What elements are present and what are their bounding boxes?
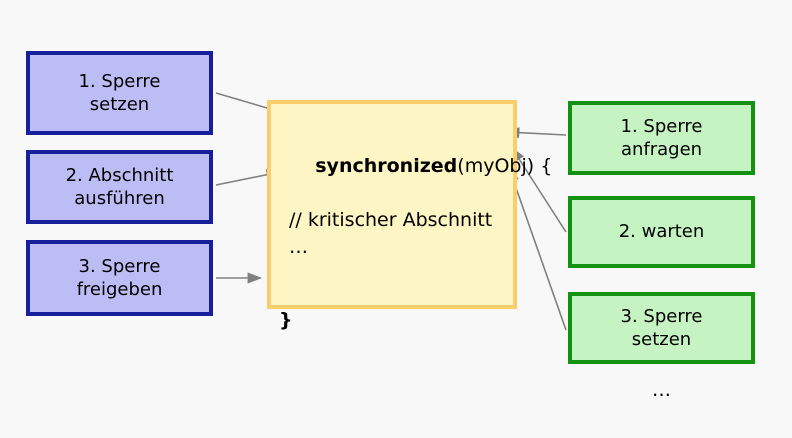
left-step-3-box[interactable]: 3. Sperre freigeben [26, 240, 213, 316]
left-step-2-line1: 2. Abschnitt [65, 164, 174, 186]
code-line-signature: synchronized(myObj) { [279, 126, 552, 207]
right-steps-trailing-ellipsis: … [652, 379, 672, 401]
code-line-comment: // kritischer Abschnitt [289, 208, 493, 231]
right-step-3-line2: setzen [631, 329, 692, 350]
left-step-1-line2: setzen [89, 94, 150, 115]
arrow-right-3-to-code [508, 167, 567, 331]
right-step-1-line1: 1. Sperre [620, 115, 703, 137]
code-keyword-synchronized: synchronized [315, 154, 458, 177]
left-step-2-box[interactable]: 2. Abschnitt ausführen [26, 150, 213, 224]
synchronized-code-block: synchronized(myObj) { // kritischer Absc… [267, 100, 552, 331]
left-step-3-line1: 3. Sperre [78, 255, 161, 277]
right-step-1-line2: anfragen [620, 139, 703, 160]
left-step-1-box[interactable]: 1. Sperre setzen [26, 51, 213, 135]
right-step-3-box[interactable]: 3. Sperre setzen [568, 292, 755, 364]
left-step-3-line2: freigeben [76, 279, 163, 300]
left-step-1-line1: 1. Sperre [78, 70, 161, 92]
right-step-2-box[interactable]: 2. warten [568, 196, 755, 268]
right-step-2-line1: 2. warten [618, 221, 705, 243]
right-step-3-line1: 3. Sperre [620, 305, 703, 327]
right-step-1-box[interactable]: 1. Sperre anfragen [568, 101, 755, 175]
code-signature-rest: (myObj) { [457, 154, 553, 177]
code-line-closing-brace: } [279, 308, 293, 331]
code-line-body-ellipsis: … [289, 235, 308, 258]
left-step-2-line2: ausführen [74, 188, 165, 209]
